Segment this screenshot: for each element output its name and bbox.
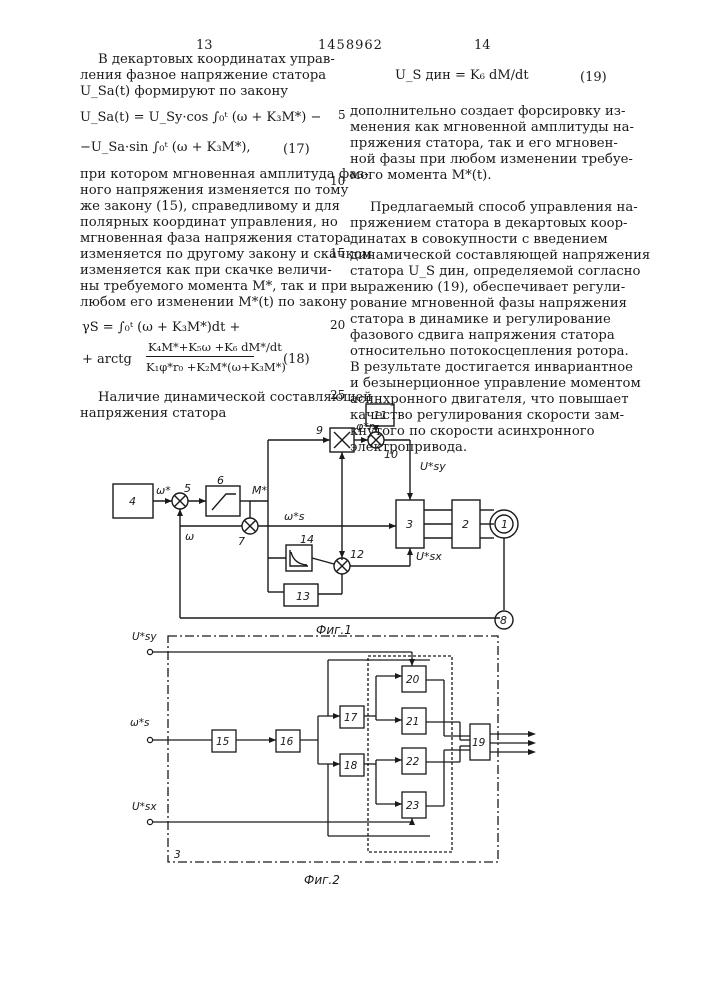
block-6 [206,486,240,516]
input-omega-s: ω*s [130,717,150,729]
label-summator-12: 12 [350,548,364,561]
label-block-18: 18 [344,760,358,772]
label-block-16: 16 [280,736,294,748]
signal-usy: U*sy [420,460,446,473]
label-block-22: 22 [406,756,420,768]
label-block-2: 2 [462,518,469,531]
signal-omega: ω [185,530,194,543]
signal-omega-star: ω* [156,484,171,497]
label-summator-10: 10 [384,448,398,461]
input-usx: U*sx [132,801,157,813]
figure-1-caption: Фиг.1 [316,623,352,637]
label-block-19: 19 [472,737,486,749]
signal-omega-s-star: ω*s [284,510,305,523]
block-3-frame [168,636,498,862]
label-block-4: 4 [129,495,136,508]
label-block-14: 14 [300,533,314,546]
label-sensor-8: 8 [500,614,507,627]
signal-usx: U*sx [416,550,442,563]
label-motor-1: 1 [501,518,508,531]
label-summator-7: 7 [238,535,245,548]
label-block-21: 21 [406,716,419,728]
signal-m-star: M* [252,484,267,497]
label-block-3: 3 [406,518,413,531]
label-block-15: 15 [216,736,230,748]
label-block-3-frame: 3 [174,849,181,861]
label-block-9: 9 [316,424,323,437]
label-block-17: 17 [344,712,358,724]
label-block-13: 13 [296,590,310,603]
signal-phi-r0: φ*r₀ [356,420,378,433]
input-usy: U*sy [132,631,157,643]
figure-2-caption: Фиг.2 [304,873,340,887]
label-summator-5: 5 [184,482,191,495]
label-block-20: 20 [406,674,420,686]
label-block-23: 23 [406,800,419,812]
label-block-6: 6 [217,474,224,487]
